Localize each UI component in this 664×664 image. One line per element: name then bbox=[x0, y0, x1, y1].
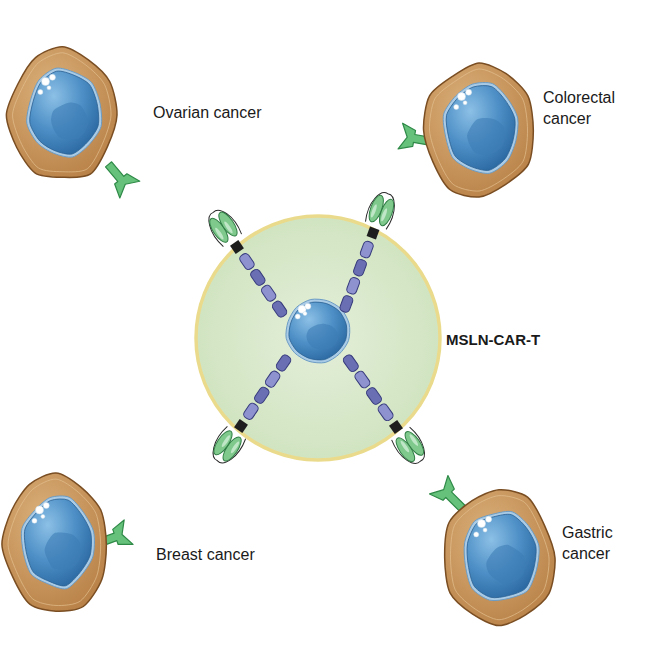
chromatin bbox=[467, 118, 505, 155]
nucleolus bbox=[303, 312, 307, 316]
t-cell-membrane bbox=[196, 216, 440, 460]
chromatin bbox=[51, 103, 88, 140]
nucleolus bbox=[49, 74, 55, 80]
car-receptor bbox=[339, 189, 400, 313]
nucleolus bbox=[486, 516, 492, 522]
nucleolus bbox=[47, 86, 51, 90]
cancer-cell: Ovarian cancer bbox=[5, 45, 120, 185]
cell-name-label: MSLN-CAR-T bbox=[446, 330, 540, 350]
car-t-cell: MSLN-CAR-T bbox=[193, 213, 443, 463]
cancer-cell-illustration bbox=[5, 45, 120, 185]
cancer-cell-illustration bbox=[440, 486, 558, 630]
cancer-type-label: Breast cancer bbox=[156, 545, 255, 566]
cancer-type-label: Gastric cancer bbox=[562, 523, 652, 565]
nucleolus bbox=[41, 514, 45, 518]
nucleolus bbox=[454, 105, 459, 110]
nucleus bbox=[446, 86, 515, 171]
nucleus bbox=[289, 302, 347, 360]
cancer-cell: Colorectal cancer bbox=[420, 60, 538, 200]
nucleolus bbox=[42, 78, 50, 86]
chromatin bbox=[486, 545, 525, 585]
nucleolus bbox=[38, 90, 43, 95]
nucleolus bbox=[474, 532, 479, 537]
cancer-cell-illustration bbox=[0, 472, 112, 617]
nucleus-rim bbox=[443, 83, 518, 174]
nucleus-rim bbox=[27, 68, 102, 157]
cancer-type-label: Colorectal cancer bbox=[543, 88, 633, 130]
cell-membrane bbox=[6, 47, 117, 178]
cell-membrane bbox=[445, 490, 555, 626]
nucleolus bbox=[43, 503, 49, 509]
cytoplasm-edge bbox=[450, 496, 549, 620]
car-receptor bbox=[203, 205, 288, 318]
nucleolus bbox=[478, 520, 486, 528]
cancer-type-label: Ovarian cancer bbox=[153, 103, 262, 124]
cell-membrane bbox=[424, 63, 534, 197]
nucleolus bbox=[466, 89, 472, 95]
car-receptor bbox=[342, 353, 431, 468]
chromatin bbox=[306, 324, 338, 350]
nucleus bbox=[30, 71, 99, 154]
cytoplasm-edge bbox=[429, 69, 527, 191]
nucleolus bbox=[458, 93, 466, 101]
t-cell-illustration bbox=[193, 213, 443, 463]
nucleolus bbox=[483, 528, 487, 532]
cancer-cell: Gastric cancer bbox=[440, 486, 558, 630]
cancer-cell: Breast cancer bbox=[0, 472, 112, 617]
nucleolus bbox=[32, 518, 37, 523]
cytoplasm-edge bbox=[13, 53, 111, 172]
nucleolus bbox=[305, 303, 311, 309]
cancer-cell-illustration bbox=[420, 60, 538, 200]
cell-membrane bbox=[2, 473, 106, 611]
nucleolus bbox=[295, 314, 300, 319]
nucleolus bbox=[36, 506, 44, 514]
mesothelin-antigen bbox=[99, 156, 140, 198]
car-receptor bbox=[207, 353, 292, 468]
cytoplasm-edge bbox=[8, 479, 101, 605]
chromatin bbox=[45, 533, 81, 570]
nucleus-rim bbox=[21, 496, 94, 589]
nucleus-rim bbox=[464, 511, 539, 600]
nucleus bbox=[24, 499, 91, 586]
nucleus bbox=[467, 514, 536, 597]
nucleolus bbox=[463, 101, 467, 105]
